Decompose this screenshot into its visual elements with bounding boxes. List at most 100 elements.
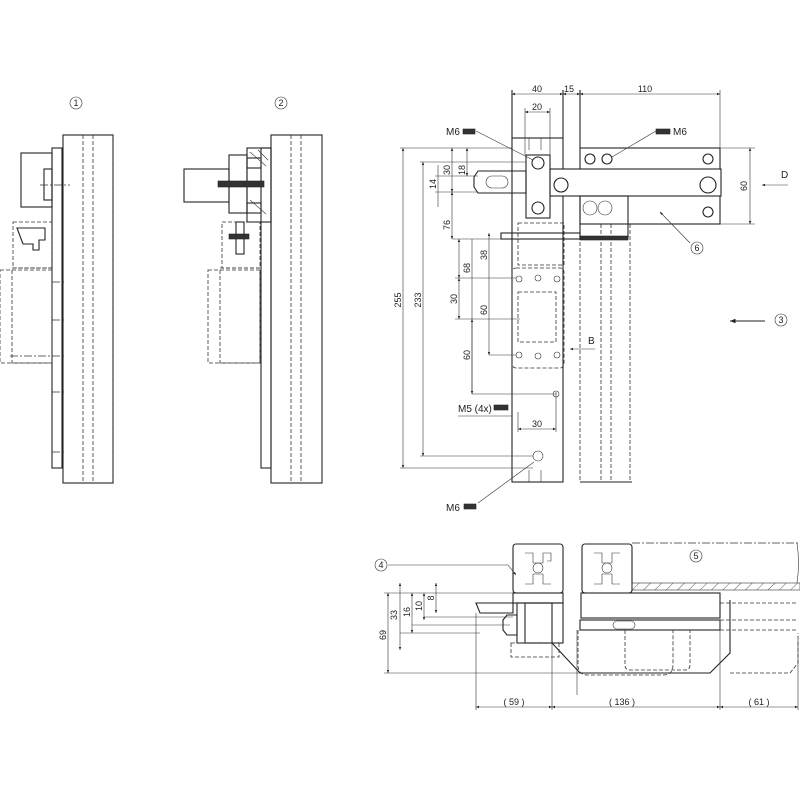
drawing-path [577, 630, 674, 676]
drawing-rect [517, 291, 557, 343]
dim-69: 69 [378, 630, 388, 640]
dim-59: ( 59 ) [503, 697, 524, 707]
dim-60b: 60 [462, 350, 472, 360]
actuator-block [524, 602, 553, 644]
view-label-d: D [781, 170, 788, 181]
drawing-path [551, 600, 731, 674]
drawing-rect [579, 235, 629, 241]
drawing-circle [601, 562, 613, 574]
drawing-path [796, 542, 799, 584]
dim-110: 110 [638, 84, 652, 94]
hatched-surface [631, 582, 800, 591]
bolt-section [217, 180, 265, 188]
dim-136: ( 136 ) [609, 697, 635, 707]
drawing-line [611, 130, 657, 158]
drawing-rect [579, 195, 629, 239]
dim-76: 76 [442, 220, 452, 230]
screw-heads [531, 153, 717, 218]
screw-icon [493, 404, 509, 411]
drawing-path [249, 149, 269, 215]
drawing-circle [702, 153, 714, 165]
drawing-rect [246, 157, 262, 169]
dim-18: 18 [457, 165, 467, 175]
drawing-rect [500, 232, 581, 240]
drawing-rect [516, 602, 564, 644]
dim-30b: 30 [449, 294, 459, 304]
drawing-circle [534, 274, 542, 282]
drawing-rect [0, 269, 53, 364]
drawing-circle [515, 275, 523, 283]
drawing-rect [579, 619, 721, 631]
drawing-circle [553, 177, 569, 193]
drawing-circle [699, 176, 717, 194]
screw-icon [655, 128, 671, 135]
dim-15: 15 [564, 84, 574, 94]
drawing-path [475, 602, 514, 614]
dim-60-right: 60 [739, 181, 749, 191]
drawing-circle [690, 241, 704, 255]
slide-bar [549, 168, 722, 197]
callout-circle-1 [69, 96, 83, 110]
view-2-section-view: 2 [183, 96, 323, 484]
callout-3: 3 [778, 315, 783, 325]
clamp-block [20, 152, 53, 208]
dim-14: 14 [428, 179, 438, 189]
drawing-rect [207, 269, 261, 364]
front-view: 40 15 110 20 60 D B 3 6 M6 M6 M6 M5 (4x) [393, 84, 788, 514]
drawing-rect [246, 202, 262, 214]
drawing-path [720, 602, 799, 674]
drawing-rect [485, 175, 509, 189]
drawing-circle [374, 558, 388, 572]
drawing-rect [228, 233, 250, 240]
drawing-line [659, 211, 691, 244]
drawing-circle [532, 450, 544, 462]
dim-30: 30 [442, 165, 452, 175]
drawing-circle [532, 562, 544, 574]
dim-60a: 60 [479, 305, 489, 315]
callout-1: 1 [73, 98, 78, 108]
dim-20: 20 [532, 102, 542, 112]
drawing-circle [515, 351, 523, 359]
dim-233: 233 [413, 292, 423, 307]
drawing-circle [582, 200, 598, 216]
dim-33: 33 [389, 610, 399, 620]
vertical-dimensions: 255 233 30 18 14 76 68 38 30 60 60 [393, 147, 556, 469]
mounting-plate [260, 147, 272, 469]
drawing-path [624, 630, 691, 671]
drawing-circle [702, 206, 714, 218]
bracket [525, 154, 551, 219]
drawing-rect [11, 267, 53, 364]
drawing-rect [43, 168, 53, 201]
drawing-circle [534, 352, 542, 360]
dim-255: 255 [393, 292, 403, 307]
dim-61: ( 61 ) [748, 697, 769, 707]
plan-view: 5 4 69 33 16 10 8 [374, 542, 800, 710]
drawing-path [16, 227, 46, 251]
label-m6-top-left: M6 [446, 127, 460, 138]
label-m6-top-right: M6 [673, 127, 687, 138]
drawing-circle [531, 201, 545, 215]
view-1-side-view: 1 [0, 96, 114, 484]
drawing-circle [774, 313, 788, 327]
mounting-plate [51, 147, 63, 469]
screw-icon [462, 128, 476, 135]
callout-4: 4 [378, 560, 383, 570]
drawing-line [477, 461, 535, 504]
drawing-circle [584, 153, 596, 165]
dim-30-horizontal: 30 [532, 419, 542, 429]
drawing-rect [517, 222, 565, 266]
callout-circle-2 [274, 96, 288, 110]
drawing-rect [221, 221, 261, 269]
drawing-circle [689, 549, 703, 563]
bolt-latch [473, 170, 527, 194]
drawing-circle [531, 156, 545, 170]
drawing-circle [597, 200, 613, 216]
dim-8: 8 [426, 595, 436, 600]
dim-68: 68 [462, 263, 472, 273]
callout-2: 2 [278, 98, 283, 108]
dim-40: 40 [532, 84, 542, 94]
profile-cross-section-right [581, 543, 633, 594]
drawing-path [525, 552, 552, 585]
callout-6: 6 [694, 243, 699, 253]
